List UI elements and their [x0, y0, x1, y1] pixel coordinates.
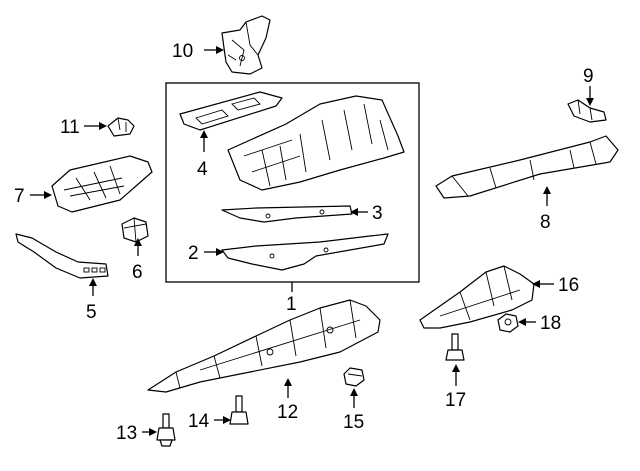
callout-8[interactable]: 8	[540, 212, 551, 233]
callout-7[interactable]: 7	[14, 186, 25, 207]
callout-13[interactable]: 13	[116, 423, 137, 444]
callout-10[interactable]: 10	[172, 41, 193, 62]
part-2-sill[interactable]	[221, 233, 389, 271]
part-11-clip[interactable]	[107, 117, 135, 137]
part-14-bolt[interactable]	[229, 395, 249, 425]
part-17-bolt[interactable]	[445, 333, 465, 361]
part-6-block[interactable]	[121, 217, 149, 243]
part-8-side-rail[interactable]	[435, 135, 619, 199]
part-13-bolt[interactable]	[156, 413, 176, 447]
callout-18[interactable]: 18	[540, 313, 561, 334]
part-12-undercover[interactable]	[147, 299, 381, 393]
part-18-nut[interactable]	[497, 313, 519, 333]
callout-1[interactable]: 1	[286, 294, 297, 315]
callout-11[interactable]: 11	[60, 117, 80, 138]
callout-5[interactable]: 5	[86, 302, 97, 323]
callout-17[interactable]: 17	[445, 390, 466, 411]
callout-14[interactable]: 14	[188, 411, 210, 432]
part-9-bracket[interactable]	[567, 99, 607, 123]
callout-4[interactable]: 4	[197, 159, 208, 180]
callout-2[interactable]: 2	[188, 243, 199, 264]
callout-12[interactable]: 12	[277, 402, 298, 423]
part-16-bracket[interactable]	[419, 265, 535, 329]
part-5-rail[interactable]	[15, 233, 109, 279]
part-10-bracket[interactable]	[221, 15, 271, 75]
callout-6[interactable]: 6	[132, 262, 143, 283]
callout-9[interactable]: 9	[583, 66, 594, 87]
part-floor-pan[interactable]	[227, 95, 405, 191]
callout-16[interactable]: 16	[558, 275, 579, 296]
part-7-panel[interactable]	[51, 155, 153, 213]
leader-lines	[30, 46, 594, 436]
callout-15[interactable]: 15	[343, 412, 364, 433]
part-3-strip[interactable]	[221, 205, 353, 223]
part-4-plate[interactable]	[179, 91, 283, 131]
callout-3[interactable]: 3	[372, 203, 383, 224]
part-15-nut[interactable]	[343, 367, 365, 387]
callout-labels: 10 11 9 7 4 6 5 3 2 8 1 16 18 12 15 17 1…	[14, 41, 594, 444]
